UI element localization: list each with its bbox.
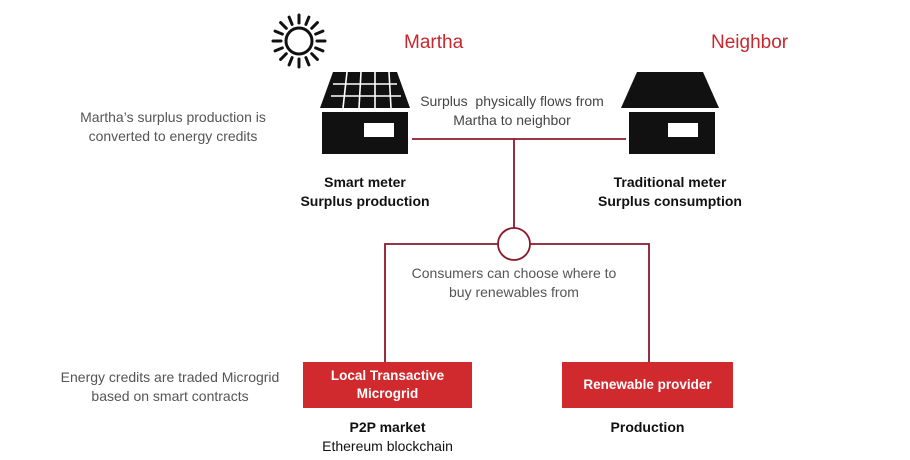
- right-branch-line: [530, 243, 650, 362]
- note-line: Surplus physically flows from: [420, 93, 604, 109]
- note-line: Martha to neighbor: [453, 112, 571, 128]
- note-line: Consumers can choose where to: [411, 265, 617, 281]
- left-branch-line: [384, 243, 498, 362]
- solar-house-icon: [320, 71, 410, 154]
- house-icon: [621, 72, 719, 154]
- meter-status: Surplus production: [300, 193, 430, 209]
- meter-type: Traditional meter: [613, 174, 727, 190]
- note-line: based on smart contracts: [91, 388, 249, 404]
- renewable-provider-caption: Production: [610, 419, 685, 435]
- meter-status: Surplus consumption: [598, 193, 742, 209]
- credits-traded-note: Energy credits are traded Microgrid base…: [48, 368, 292, 406]
- sun-icon: [271, 13, 327, 69]
- note-line: buy renewables from: [449, 284, 579, 300]
- local-microgrid-caption: P2P market Ethereum blockchain: [290, 418, 485, 456]
- box-title-line: Renewable provider: [583, 377, 712, 392]
- renewable-provider-box: Renewable provider: [562, 362, 733, 408]
- martha-title: Martha: [404, 32, 464, 53]
- meter-type: Smart meter: [324, 174, 406, 190]
- traditional-meter-label: Traditional meter Surplus consumption: [585, 173, 755, 211]
- note-line: converted to energy credits: [88, 128, 258, 144]
- smart-meter-label: Smart meter Surplus production: [280, 173, 450, 211]
- junction-node: [497, 227, 531, 261]
- neighbor-title: Neighbor: [711, 32, 789, 53]
- caption-line: Ethereum blockchain: [322, 438, 453, 454]
- caption-bold: P2P market: [349, 419, 426, 435]
- local-microgrid-box: Local Transactive Microgrid: [303, 362, 472, 408]
- box-title-line: Local Transactive: [330, 368, 445, 383]
- choice-note: Consumers can choose where to buy renewa…: [404, 264, 624, 302]
- note-line: Energy credits are traded Microgrid: [60, 369, 280, 385]
- flow-note: Surplus physically flows from Martha to …: [404, 92, 620, 130]
- box-title-line: Microgrid: [356, 386, 419, 401]
- surplus-converted-note: Martha’s surplus production is converted…: [58, 108, 288, 146]
- note-line: Martha’s surplus production is: [80, 109, 266, 125]
